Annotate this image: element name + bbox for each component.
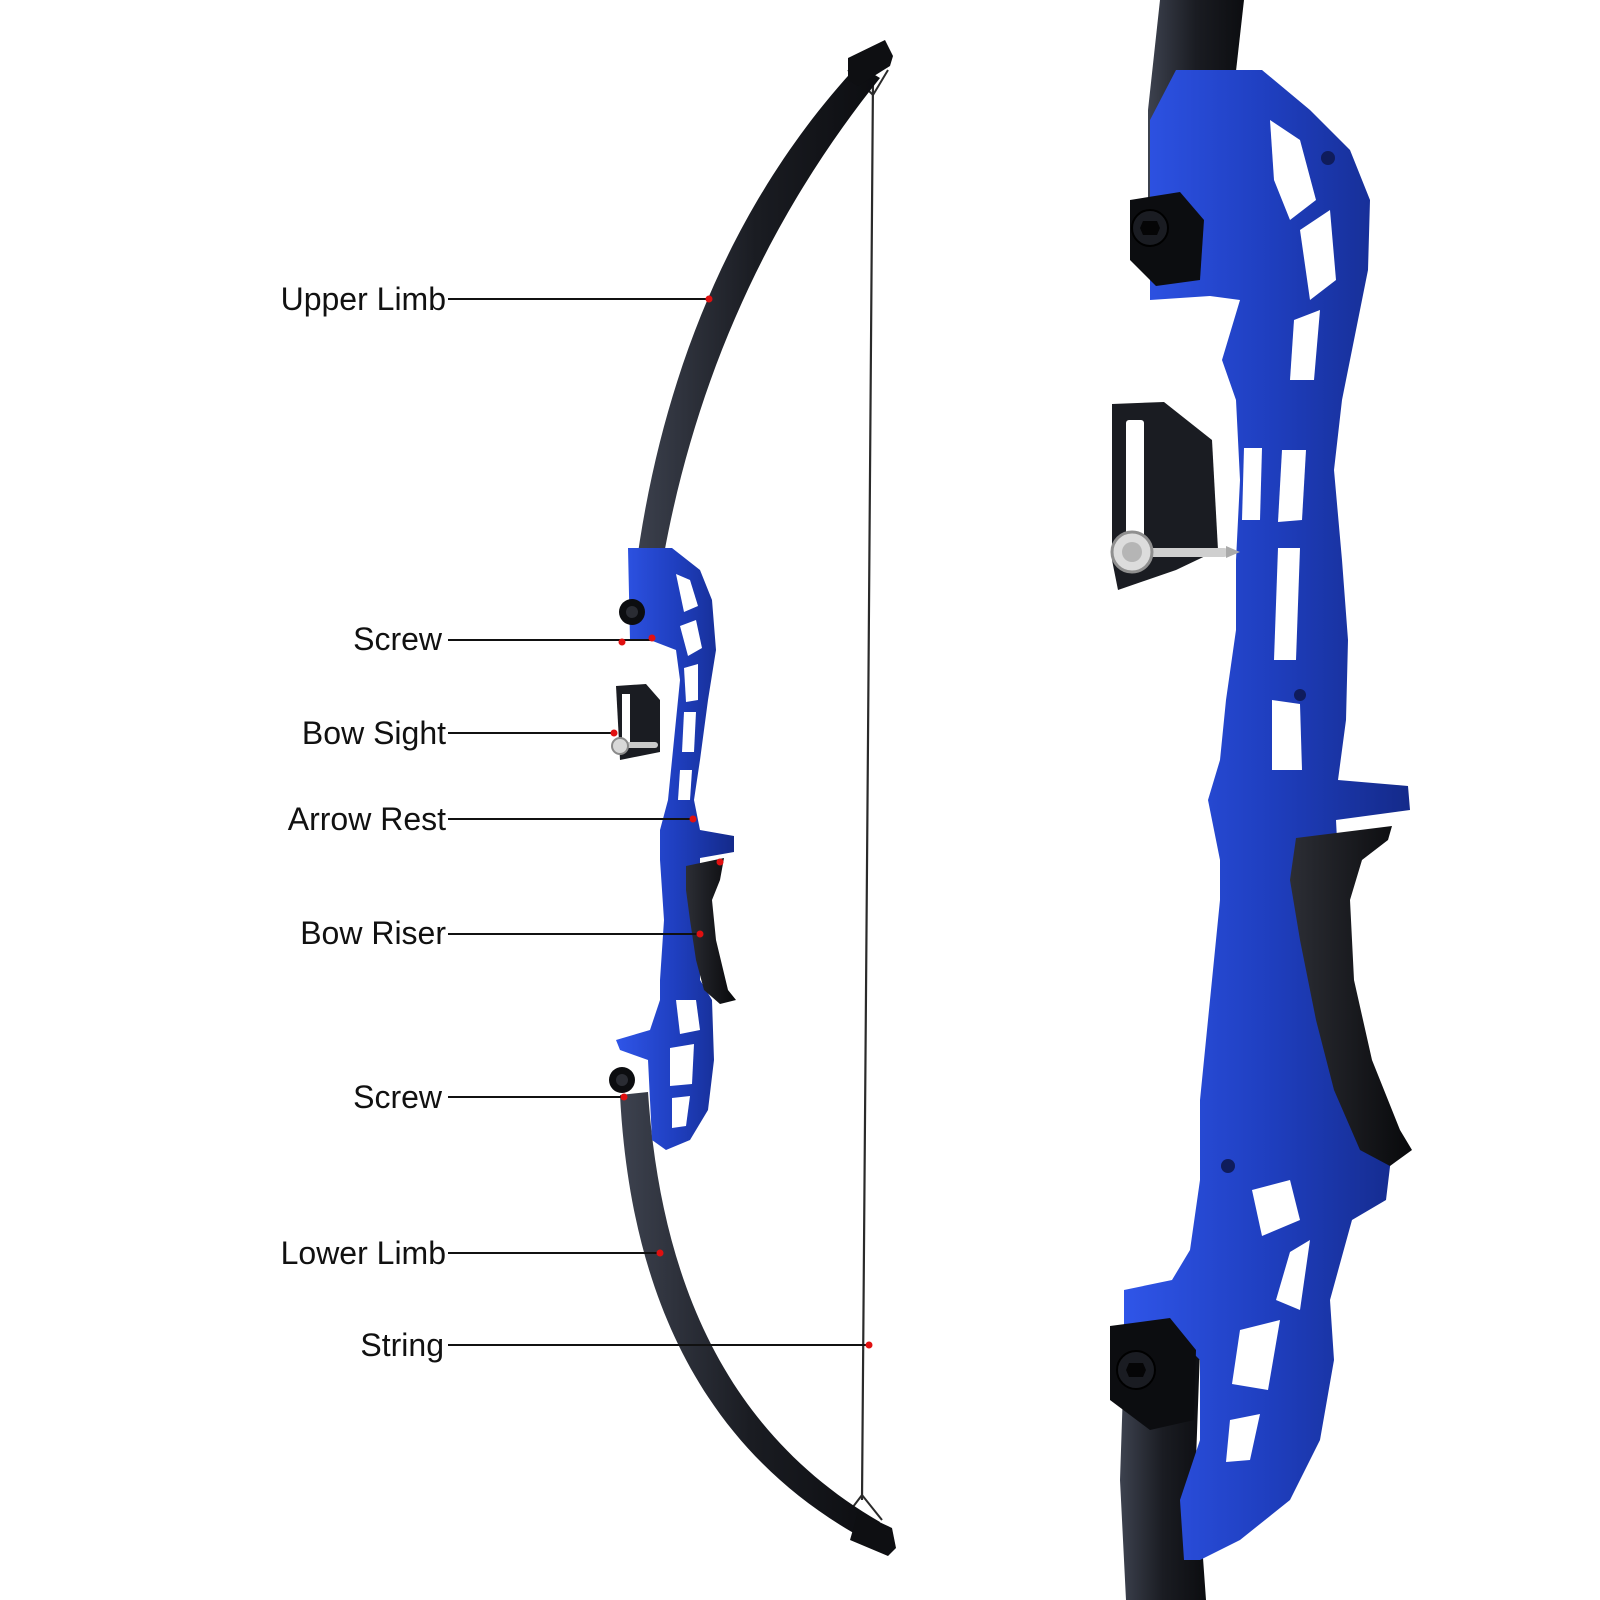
callout-dot <box>689 815 697 823</box>
callout-screw-lower: Screw <box>353 1079 628 1115</box>
callout-label-string: String <box>360 1327 444 1363</box>
closeup-grip <box>1290 826 1412 1166</box>
callout-label-bow-riser: Bow Riser <box>300 915 446 951</box>
callout-label-lower-limb: Lower Limb <box>281 1235 446 1271</box>
callout-string: String <box>360 1327 873 1363</box>
bow-string <box>860 77 875 1501</box>
callout-dot <box>610 729 618 737</box>
callout-dot <box>620 1093 628 1101</box>
riser-cutouts <box>670 574 702 1128</box>
callout-label-screw-upper: Screw <box>353 621 443 657</box>
callout-label-screw-lower: Screw <box>353 1079 443 1115</box>
callout-bow-riser: Bow Riser <box>300 858 724 951</box>
grip-shape <box>686 858 736 1004</box>
bow-riser-shape <box>616 548 734 1150</box>
callout-dot <box>865 1341 873 1349</box>
callout-label-arrow-rest: Arrow Rest <box>288 801 446 837</box>
full-bow <box>609 40 896 1556</box>
callout-dot <box>656 1249 664 1257</box>
callout-label-upper-limb: Upper Limb <box>281 281 446 317</box>
callout-dot <box>696 930 704 938</box>
lower-limb-tip <box>850 1512 896 1556</box>
callout-bow-sight: Bow Sight <box>302 715 618 751</box>
upper-limb-tip <box>848 40 893 86</box>
callouts: Upper Limb Screw Bow Sight Arrow Rest Bo… <box>281 281 873 1363</box>
lower-limb-shape <box>620 1092 880 1540</box>
callout-screw-upper: Screw <box>353 621 656 657</box>
riser-closeup <box>1110 0 1412 1600</box>
callout-dot <box>648 634 656 642</box>
callout-lower-limb: Lower Limb <box>281 1235 664 1271</box>
closeup-riser-body <box>1124 70 1410 1560</box>
callout-label-bow-sight: Bow Sight <box>302 715 446 751</box>
callout-arrow-rest: Arrow Rest <box>288 801 697 837</box>
callout-dot <box>618 638 626 646</box>
callout-dot <box>705 295 713 303</box>
callout-dot <box>716 858 724 866</box>
callout-upper-limb: Upper Limb <box>281 281 713 317</box>
closeup-riser-cutouts <box>1226 120 1336 1462</box>
